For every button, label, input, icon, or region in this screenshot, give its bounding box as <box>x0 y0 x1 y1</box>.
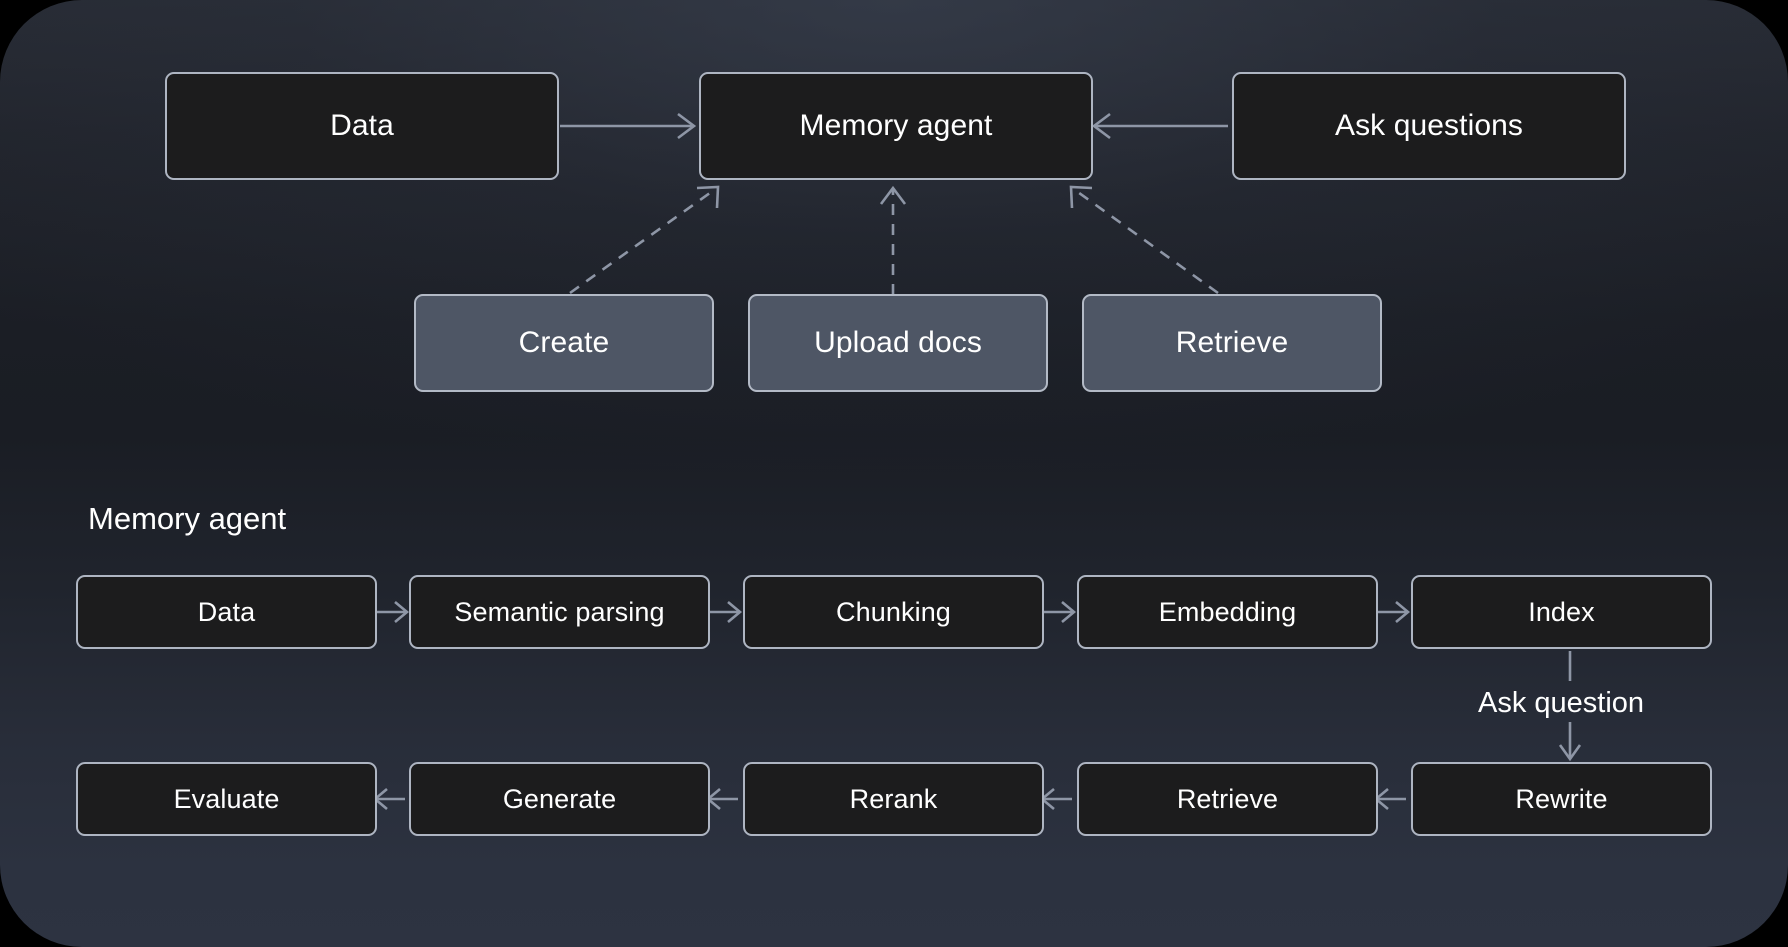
pipeline-node-data[interactable]: Data <box>76 575 377 649</box>
pipeline-node-generate[interactable]: Generate <box>409 762 710 836</box>
edge-generate-to-evaluate <box>372 788 405 810</box>
edge-retrieve-to-rerank <box>1039 788 1072 810</box>
edge-ask-questions-to-memory-agent <box>1091 112 1228 140</box>
pipeline-node-chunking[interactable]: Chunking <box>743 575 1044 649</box>
node-ask-questions[interactable]: Ask questions <box>1232 72 1626 180</box>
node-tool-create[interactable]: Create <box>414 294 714 392</box>
edge-label-ask-question: Ask question <box>1478 687 1645 719</box>
pipeline-node-semantic-parsing[interactable]: Semantic parsing <box>409 575 710 649</box>
node-tool-upload-docs[interactable]: Upload docs <box>748 294 1048 392</box>
edge-data-to-semantic-parsing <box>377 601 410 623</box>
pipeline-node-index[interactable]: Index <box>1411 575 1712 649</box>
node-tool-retrieve[interactable]: Retrieve <box>1082 294 1382 392</box>
pipeline-node-embedding[interactable]: Embedding <box>1077 575 1378 649</box>
edge-embedding-to-index <box>1378 601 1411 623</box>
node-memory-agent[interactable]: Memory agent <box>699 72 1093 180</box>
section-title-memory-agent: Memory agent <box>88 501 287 536</box>
edge-data-to-memory-agent <box>560 112 697 140</box>
edge-chunking-to-embedding <box>1044 601 1077 623</box>
edge-retrieve-to-memory-agent <box>1069 185 1219 295</box>
edge-upload-docs-to-memory-agent <box>879 185 907 295</box>
pipeline-node-rerank[interactable]: Rerank <box>743 762 1044 836</box>
node-data-source[interactable]: Data <box>165 72 559 180</box>
pipeline-node-rewrite[interactable]: Rewrite <box>1411 762 1712 836</box>
edge-rerank-to-generate <box>705 788 738 810</box>
edge-semantic-parsing-to-chunking <box>710 601 743 623</box>
edge-create-to-memory-agent <box>569 185 720 295</box>
edge-rewrite-to-retrieve <box>1373 788 1406 810</box>
pipeline-node-retrieve[interactable]: Retrieve <box>1077 762 1378 836</box>
pipeline-node-evaluate[interactable]: Evaluate <box>76 762 377 836</box>
